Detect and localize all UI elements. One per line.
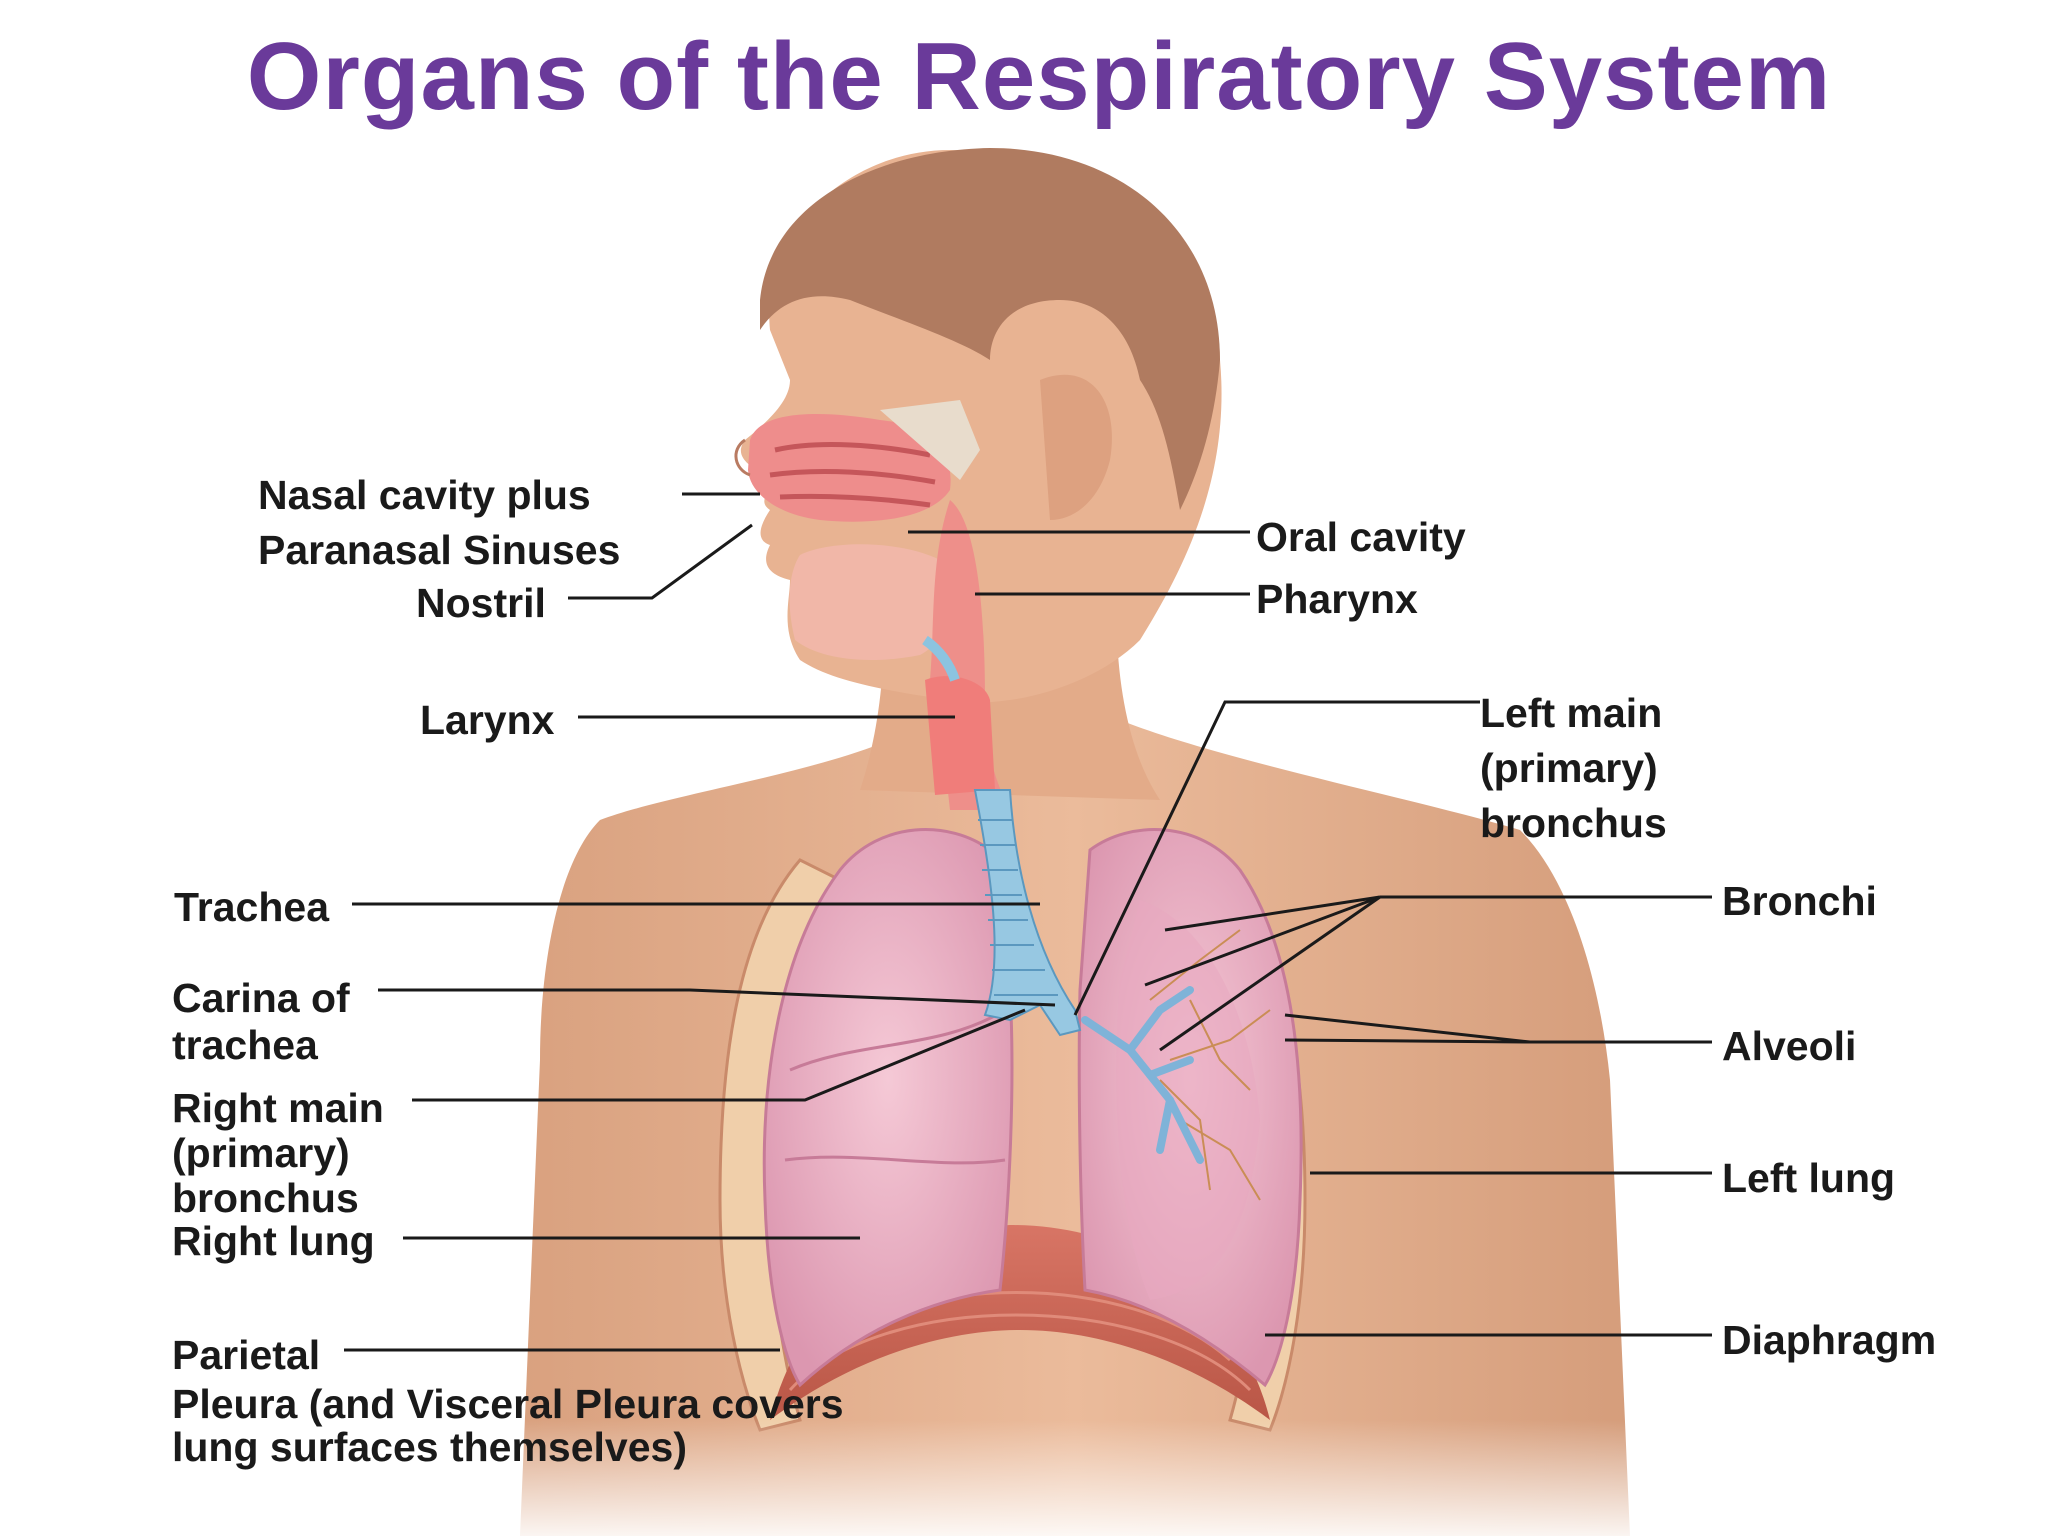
hair xyxy=(760,148,1220,510)
label-bronchi: Bronchi xyxy=(1722,878,1877,924)
label-right-main-line3: bronchus xyxy=(172,1175,359,1221)
diagram-title: Organs of the Respiratory System xyxy=(246,23,1832,130)
label-right-lung: Right lung xyxy=(172,1218,375,1264)
label-diaphragm: Diaphragm xyxy=(1722,1317,1937,1363)
label-right-main-line2: (primary) xyxy=(172,1130,350,1176)
label-left-main-line1: Left main xyxy=(1480,690,1663,736)
larynx-shape xyxy=(925,676,995,795)
trachea-shape xyxy=(973,789,1082,1037)
label-right-main-line1: Right main xyxy=(172,1085,384,1131)
label-left-main-line2: (primary) xyxy=(1480,745,1658,791)
label-parietal-line1: Parietal xyxy=(172,1332,321,1378)
label-carina-line1: Carina of xyxy=(172,975,350,1021)
label-left-lung: Left lung xyxy=(1722,1155,1896,1201)
label-parietal-line3: lung surfaces themselves) xyxy=(172,1424,687,1470)
tongue xyxy=(789,544,951,660)
label-left-main-line3: bronchus xyxy=(1480,800,1667,846)
label-nasal-cavity-line1: Nasal cavity plus xyxy=(258,472,591,518)
label-nostril: Nostril xyxy=(416,580,546,626)
label-nasal-cavity-line2: Paranasal Sinuses xyxy=(258,527,621,573)
label-pharynx: Pharynx xyxy=(1256,576,1418,622)
label-alveoli: Alveoli xyxy=(1722,1023,1857,1069)
leader-lines xyxy=(344,492,1712,1352)
right-lung-shape xyxy=(762,828,1014,1388)
label-larynx: Larynx xyxy=(420,697,555,743)
ear xyxy=(1040,374,1112,520)
label-parietal-line2: Pleura (and Visceral Pleura covers xyxy=(172,1381,844,1427)
label-oral-cavity: Oral cavity xyxy=(1256,514,1466,560)
label-trachea: Trachea xyxy=(174,884,329,930)
label-carina-line2: trachea xyxy=(172,1022,318,1068)
